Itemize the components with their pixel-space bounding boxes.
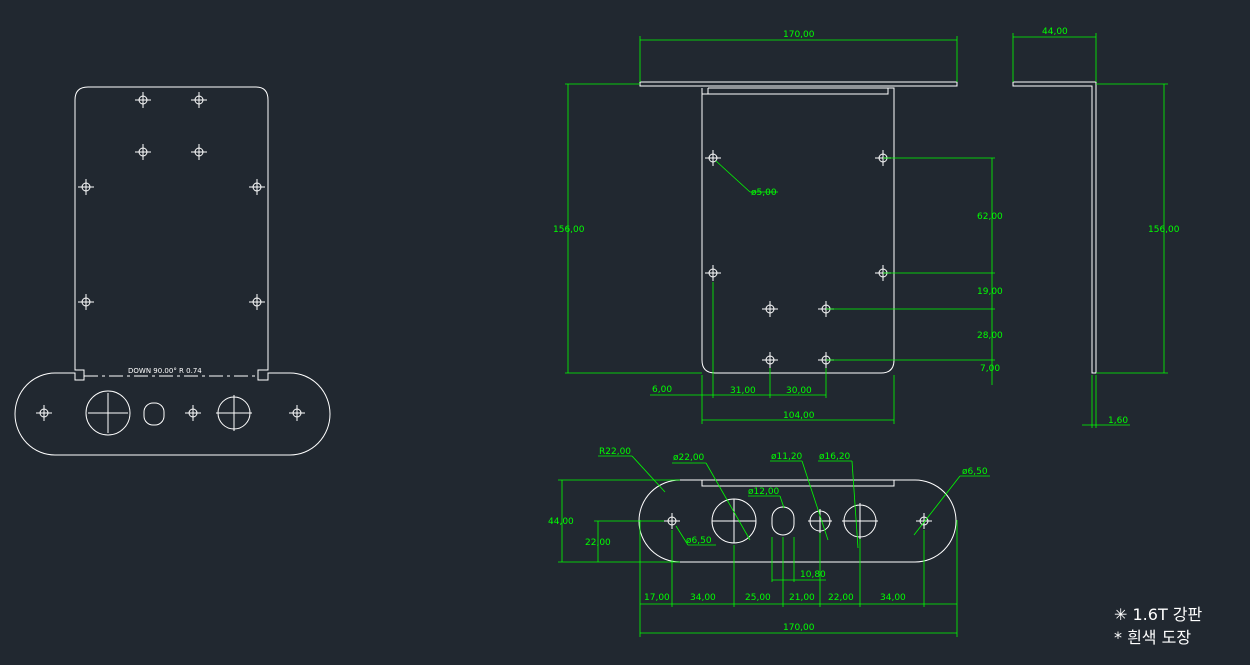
dim-30: 30,00 [786, 386, 812, 396]
notes: ✳ 1.6T 강판 * 흰색 도장 [1114, 605, 1203, 647]
dim-6: 6,00 [652, 385, 672, 395]
dim-d65-left: ø6,50 [686, 536, 712, 546]
flat-plate-outline [14, 86, 331, 456]
note-material: ✳ 1.6T 강판 [1114, 605, 1203, 624]
dim-17: 17,00 [644, 593, 670, 603]
dim-7: 7,00 [980, 364, 1000, 374]
front-holes [704, 149, 892, 369]
dim-10-8: 10,80 [800, 570, 826, 580]
front-view: 170,00 156,00 ø5,00 62,00 19,00 28,00 7,… [553, 30, 1003, 424]
dim-d11: ø11,20 [771, 452, 803, 462]
flat-holes [35, 91, 306, 436]
dim-top-width: 170,00 [783, 30, 815, 40]
dim-104: 104,00 [783, 411, 815, 421]
dim-r22: R22,00 [599, 447, 631, 457]
dim-bottom-width: 170,00 [783, 623, 815, 633]
top-view-holes [663, 498, 933, 544]
top-view: R22,00 ø22,00 ø11,20 ø16,20 ø6,50 ø12,00… [548, 447, 990, 637]
top-flange [639, 81, 958, 87]
front-dimensions: 170,00 156,00 ø5,00 62,00 19,00 28,00 7,… [553, 30, 1003, 424]
dim-side-width: 44,00 [1042, 27, 1068, 37]
dim-31: 31,00 [730, 386, 756, 396]
dim-hole-dia: ø5,00 [751, 188, 777, 198]
top-view-dimensions: R22,00 ø22,00 ø11,20 ø16,20 ø6,50 ø12,00… [548, 447, 990, 637]
dim-d65-right: ø6,50 [962, 467, 988, 477]
dim-21: 21,00 [789, 593, 815, 603]
dim-34-left: 34,00 [690, 593, 716, 603]
dim-62: 62,00 [977, 212, 1003, 222]
dim-19: 19,00 [977, 287, 1003, 297]
dim-height-right: 156,00 [1148, 225, 1180, 235]
front-plate-outline [701, 87, 895, 374]
top-view-outline [638, 479, 957, 563]
dim-d16: ø16,20 [819, 452, 851, 462]
dim-thickness: 1,60 [1108, 416, 1128, 426]
dim-22-horizontal: 22,00 [828, 593, 854, 603]
note-finish: * 흰색 도장 [1114, 628, 1191, 647]
dim-28: 28,00 [977, 331, 1003, 341]
dim-d22: ø22,00 [673, 453, 705, 463]
bend-note: DOWN 90.00° R 0.74 [128, 367, 202, 375]
dim-d12: ø12,00 [748, 487, 780, 497]
dim-34-right: 34,00 [880, 593, 906, 603]
side-view: 44,00 156,00 1,60 [1012, 27, 1180, 428]
dim-22-vertical: 22,00 [585, 538, 611, 548]
dim-44: 44,00 [548, 517, 574, 527]
side-profile [1012, 81, 1097, 374]
flat-pattern-view: DOWN 90.00° R 0.74 [14, 86, 331, 456]
dim-height-left: 156,00 [553, 225, 585, 235]
dim-25: 25,00 [745, 593, 771, 603]
